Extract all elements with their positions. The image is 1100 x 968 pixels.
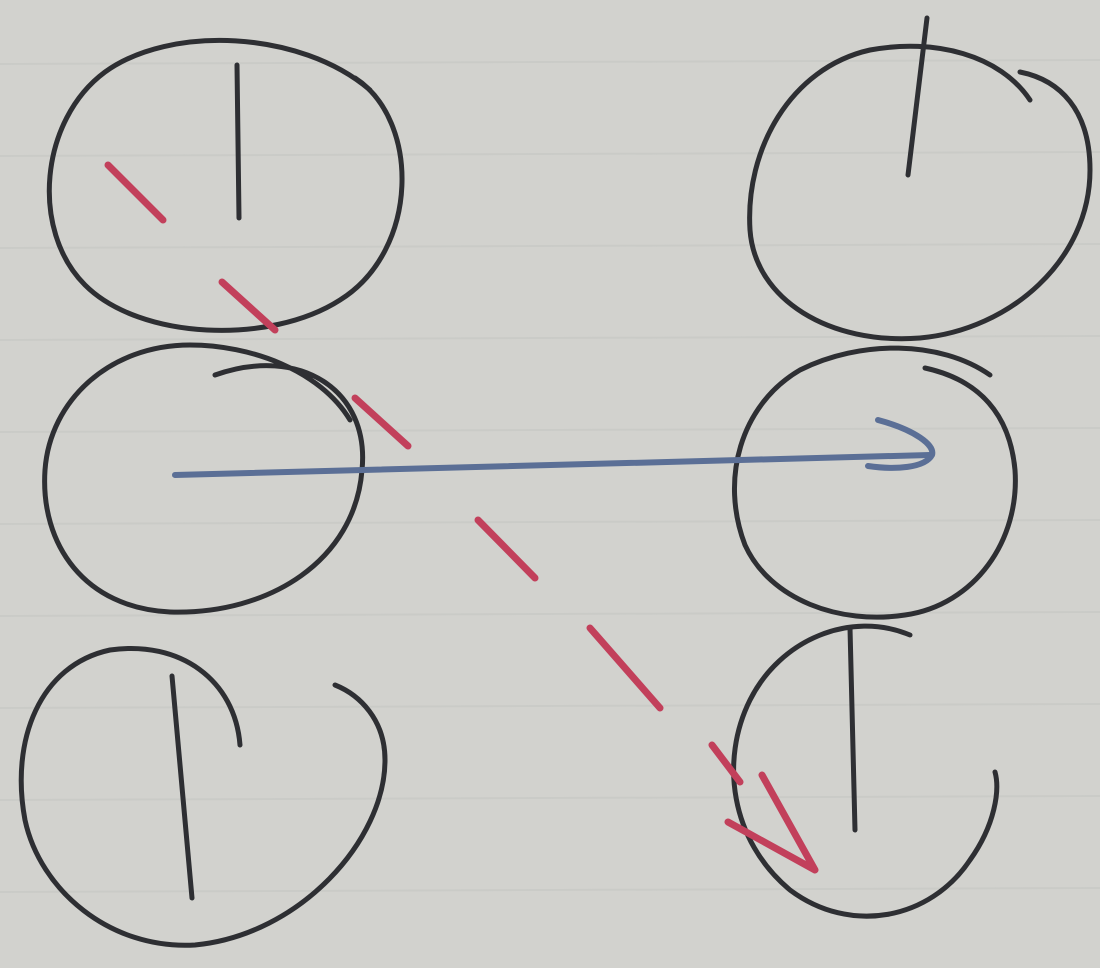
red-dash <box>104 161 167 224</box>
left-middle-circle-outline <box>42 342 366 615</box>
rule-line <box>0 795 1100 801</box>
rule-line <box>0 427 1100 433</box>
rule-line <box>0 59 1100 65</box>
blue-arrow-shaft <box>172 452 933 478</box>
red-dash <box>218 278 279 334</box>
right-top-circle-outline <box>747 43 1093 342</box>
rule-line <box>0 887 1100 893</box>
blue-arrowhead <box>865 417 936 471</box>
right-middle-circle <box>732 345 1018 620</box>
left-top-circle-outline <box>46 37 405 333</box>
rule-line <box>0 243 1100 249</box>
rule-line <box>0 151 1100 157</box>
left-bottom-vertical-mark <box>169 673 195 901</box>
left-middle-circle <box>42 342 366 615</box>
right-bottom-circle <box>731 623 1000 919</box>
red-dash <box>708 741 744 786</box>
left-bottom-circle-outline <box>18 646 388 948</box>
red-dash <box>351 394 412 450</box>
paper-rule-lines <box>0 59 1100 893</box>
rule-line <box>0 519 1100 525</box>
red-dash <box>474 516 539 582</box>
right-middle-circle-outline <box>732 345 1018 620</box>
right-bottom-circle-outline <box>731 623 1000 919</box>
dashed-red-arrow <box>104 161 819 874</box>
red-arrowhead <box>724 771 819 874</box>
right-bottom-vertical-mark <box>847 625 858 833</box>
right-top-vertical-mark <box>905 15 930 178</box>
left-bottom-circle <box>18 646 388 948</box>
rule-line <box>0 703 1100 709</box>
red-dash <box>586 624 664 712</box>
right-top-circle <box>747 15 1093 342</box>
left-top-circle <box>46 37 405 333</box>
left-top-vertical-mark <box>234 62 242 221</box>
solid-blue-arrow <box>172 417 936 478</box>
